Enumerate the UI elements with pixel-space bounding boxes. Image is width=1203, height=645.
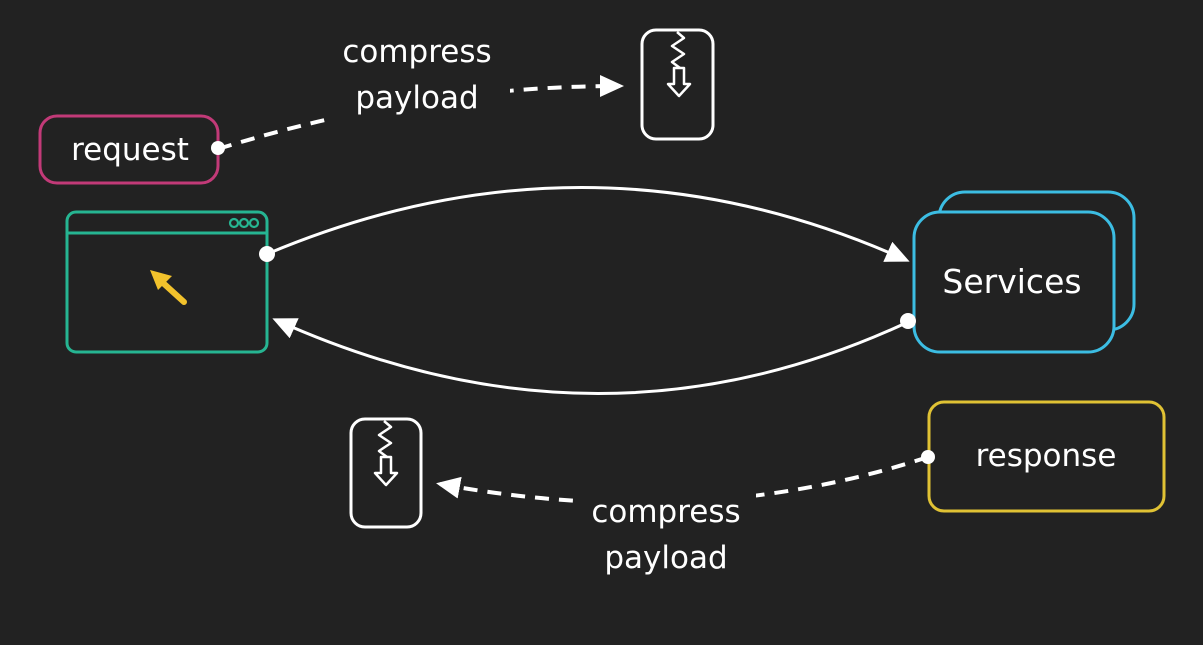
- browser-out-dot: [259, 246, 275, 262]
- services-out-dot: [900, 313, 916, 329]
- zip-file-icon: [349, 417, 423, 529]
- request-node-label: request: [71, 132, 189, 168]
- request-flow-arc: [266, 185, 910, 262]
- label-backdrop: [576, 490, 756, 582]
- request-compress-label-line1: compress: [342, 34, 491, 70]
- services-node-label: Services: [942, 262, 1081, 301]
- request-compress-label-line2: payload: [355, 80, 478, 116]
- response-flow-arc: [272, 318, 909, 395]
- browser-window-node: [65, 210, 269, 354]
- services-node-box: [912, 210, 1116, 354]
- response-node-label: response: [976, 438, 1117, 474]
- mouse-cursor-icon: [150, 270, 187, 305]
- response-compress-label-line2: payload: [604, 540, 727, 576]
- request-connector-dot: [211, 141, 225, 155]
- response-connector-dot: [921, 450, 935, 464]
- request-compress-connector: [217, 75, 624, 151]
- label-backdrop: [330, 28, 510, 120]
- response-compress-label-line1: compress: [591, 494, 740, 530]
- zip-file-icon: [640, 28, 715, 141]
